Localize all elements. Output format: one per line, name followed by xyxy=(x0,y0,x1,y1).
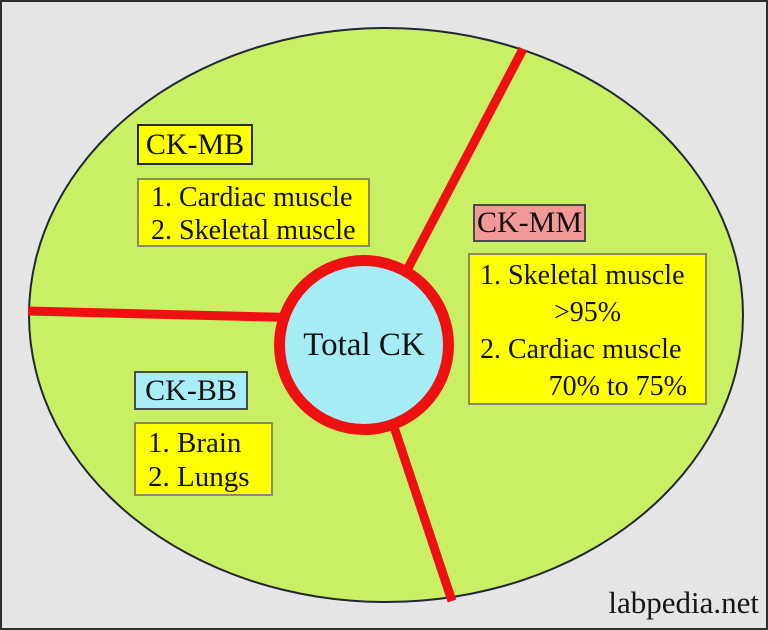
watermark: labpedia.net xyxy=(608,585,759,620)
list-item: >95% xyxy=(553,297,622,328)
ck-mm-label-text: CK-MM xyxy=(476,206,582,239)
list-item: 1. Skeletal muscle xyxy=(480,260,685,291)
ck-mm-label: CK-MM xyxy=(473,204,586,242)
divider-line-bottom xyxy=(388,422,457,603)
ck-mb-label: CK-MB xyxy=(137,124,253,165)
total-ck-label: Total CK xyxy=(303,326,425,363)
ck-mb-label-text: CK-MB xyxy=(145,127,245,161)
ck-bb-list: 1. Brain 2. Lungs xyxy=(134,422,273,496)
ck-mb-list: 1. Cardiac muscle 2. Skeletal muscle xyxy=(137,178,370,247)
list-item: 2. Lungs xyxy=(148,461,250,493)
ck-bb-label-text: CK-BB xyxy=(145,373,237,407)
list-item: 2. Cardiac muscle xyxy=(480,334,682,365)
ck-mm-list: 1. Skeletal muscle >95% 2. Cardiac muscl… xyxy=(468,253,707,405)
total-ck-circle: Total CK xyxy=(274,255,454,435)
ck-bb-label: CK-BB xyxy=(134,371,248,410)
list-item: 1. Brain xyxy=(148,427,242,459)
list-item: 70% to 75% xyxy=(548,371,687,402)
divider-line-left xyxy=(27,306,311,323)
divider-line-upper-right xyxy=(402,46,527,275)
list-item: 2. Skeletal muscle xyxy=(151,215,356,246)
list-item: 1. Cardiac muscle xyxy=(151,182,353,213)
